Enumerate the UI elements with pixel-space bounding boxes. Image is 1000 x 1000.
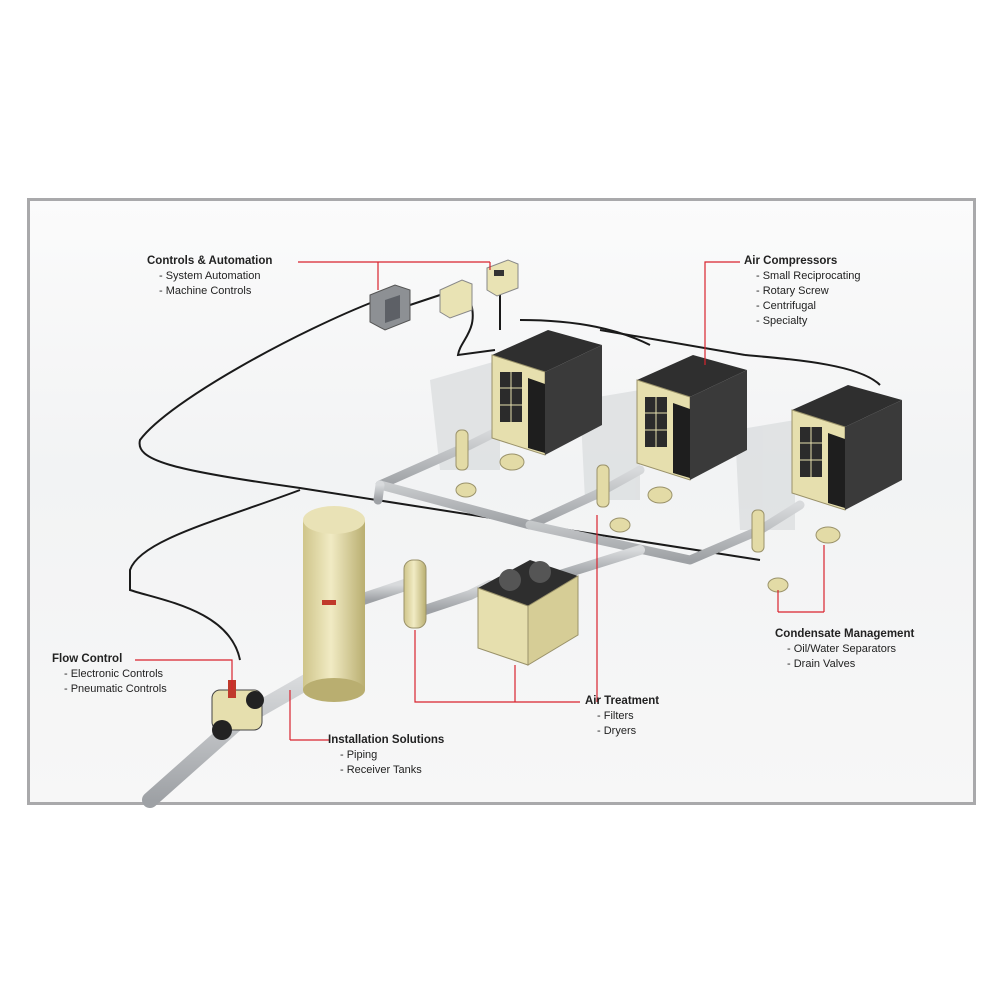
label-installation-solutions: Installation Solutions - Piping - Receiv… [328,733,444,778]
control-panels [369,259,519,331]
flow-control-valve [211,680,264,740]
label-condensate-management: Condensate Management - Oil/Water Separa… [775,627,914,672]
label-title: Air Compressors [744,255,838,267]
label-item: - Centrifugal [756,300,816,312]
label-item: - System Automation [159,270,261,282]
label-air-compressors: Air Compressors - Small Reciprocating - … [744,254,861,329]
label-item: - Electronic Controls [64,668,164,680]
label-item: - Machine Controls [159,285,252,297]
label-item: - Small Reciprocating [756,270,861,282]
label-item: - Drain Valves [787,658,856,670]
label-flow-control: Flow Control - Electronic Controls - Pne… [52,652,167,697]
label-title: Flow Control [52,653,123,665]
label-item: - Receiver Tanks [340,764,422,776]
label-item: - Filters [597,710,634,722]
label-item: - Dryers [597,725,637,737]
label-air-treatment: Air Treatment - Filters - Dryers [585,694,659,739]
label-item: - Rotary Screw [756,285,829,297]
air-compressor-1 [491,330,602,456]
label-title: Installation Solutions [328,734,445,746]
piping [142,425,805,808]
receiver-tank [303,506,365,702]
label-title: Air Treatment [585,695,660,707]
label-item: - Piping [340,749,378,761]
label-item: - Specialty [756,315,808,327]
air-compressor-3 [791,385,902,511]
leader-lines [135,261,825,741]
filters-and-drains [455,429,841,593]
label-title: Controls & Automation [147,255,273,267]
label-title: Condensate Management [775,628,915,640]
label-item: - Pneumatic Controls [64,683,167,695]
air-treatment-units [403,559,579,666]
label-controls-automation: Controls & Automation - System Automatio… [147,254,272,299]
air-compressor-2 [636,355,747,481]
label-item: - Oil/Water Separators [787,643,897,655]
